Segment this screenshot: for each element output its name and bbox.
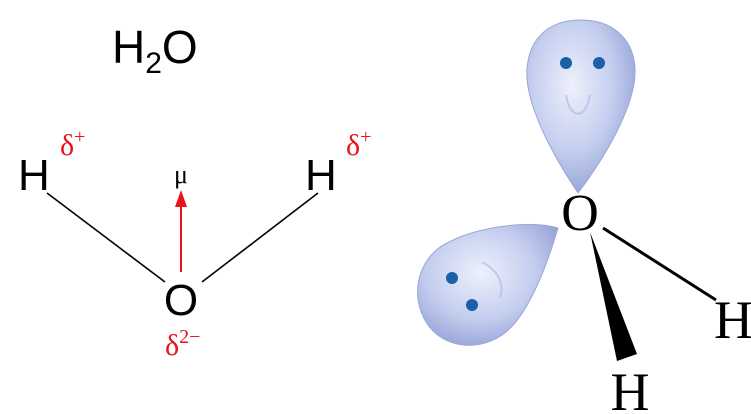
wedge-bond [590,232,637,361]
charge-oxygen: δ2− [165,326,200,362]
dipole-label: μ [174,160,188,189]
bond-right-3d [602,226,717,302]
lobe-top-shape [526,19,636,194]
lone-pair-lobe-top [526,19,636,194]
lobe-left-shape [417,224,559,346]
formula-subscript: 2 [145,47,162,80]
hydrogen-bottom: H [611,362,650,414]
charge-right-sign: + [360,126,371,148]
charge-oxygen-sign: 2− [179,326,200,348]
lone-pair-lobe-left [417,224,559,346]
polar-structure: H2O μ H δ+ H δ+ O δ2− [18,21,371,362]
bond-right [201,192,319,283]
charge-right-symbol: δ [346,129,360,162]
charge-left-symbol: δ [60,129,74,162]
formula-h: H [112,21,145,73]
charge-oxygen-symbol: δ [165,329,179,362]
formula: H2O [112,21,198,80]
oxygen-left: O [164,276,198,325]
lone-pair-electron [593,57,605,69]
lone-pair-structure: O H H [417,19,751,414]
lone-pair-electron [466,299,478,311]
lobe-top-shading [565,94,591,115]
bond-left [46,192,166,283]
lobe-left-shading [481,261,503,299]
formula-o: O [162,21,198,73]
hydrogen-right-3d: H [714,290,751,350]
hydrogen-right: H [305,151,337,200]
charge-left: δ+ [60,126,85,162]
charge-left-sign: + [74,126,85,148]
hydrogen-left: H [18,151,50,200]
charge-right: δ+ [346,126,371,162]
dipole-arrow-head [175,190,187,207]
lone-pair-electron [560,57,572,69]
lone-pair-electron [446,272,458,284]
oxygen-right: O [561,185,599,242]
